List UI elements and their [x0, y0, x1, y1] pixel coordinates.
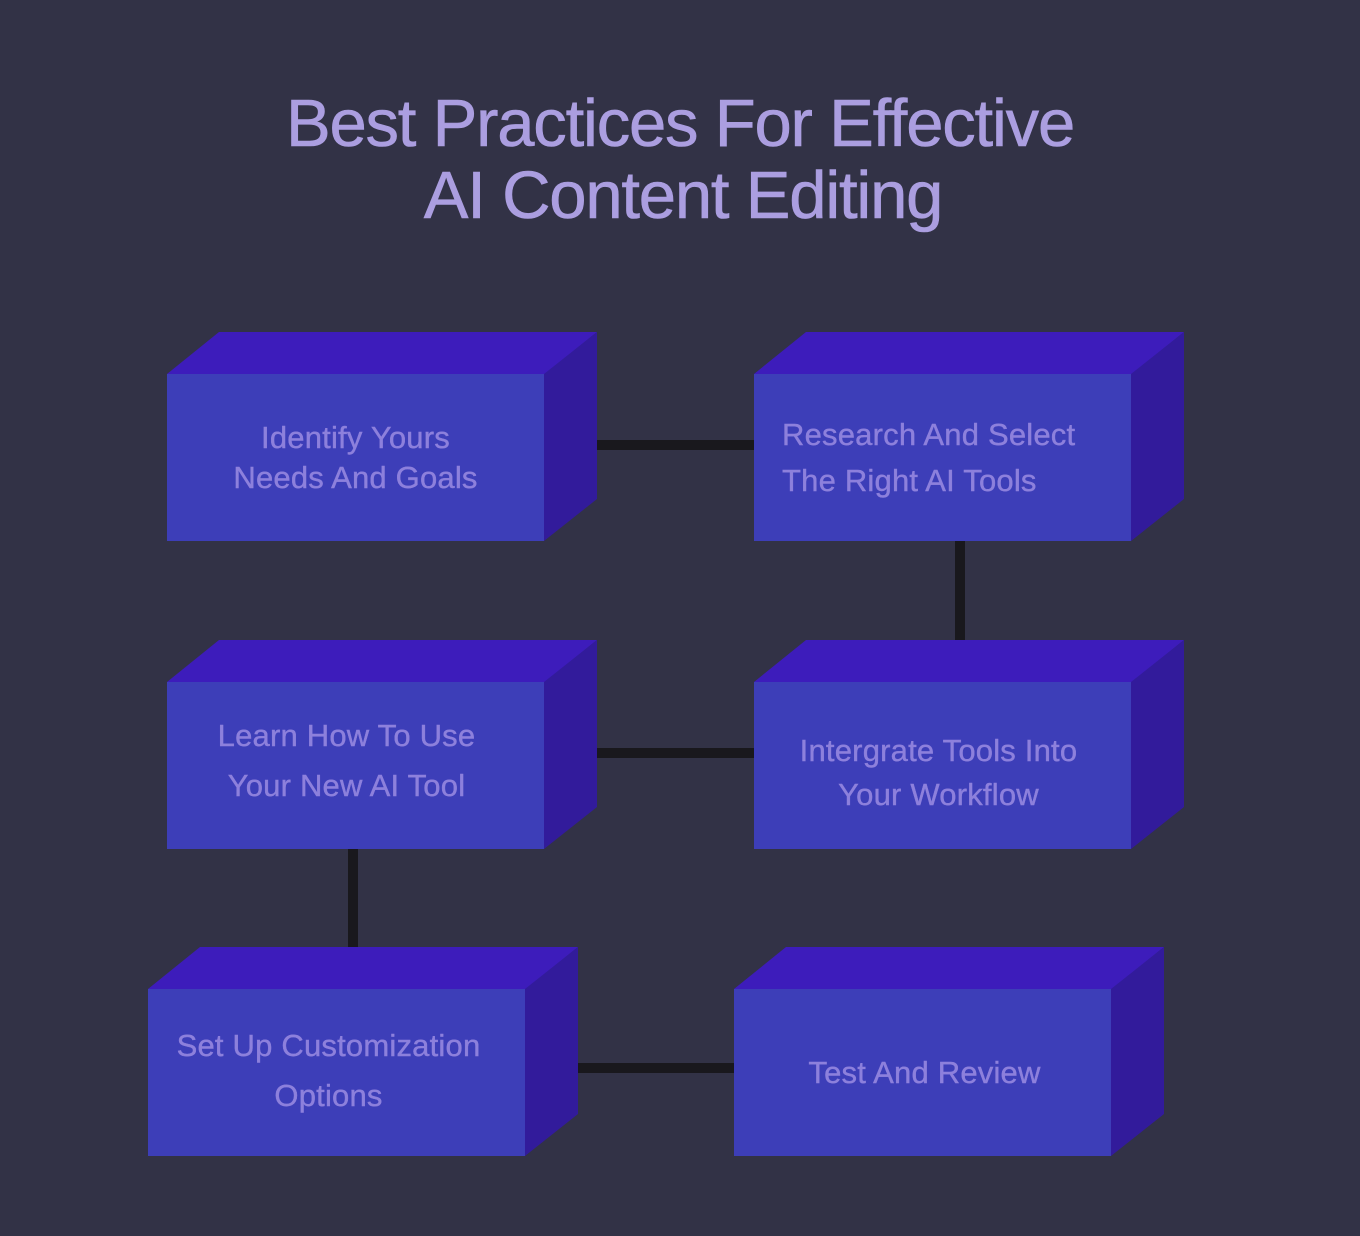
connector-3-5 [348, 848, 358, 965]
step-label: Identify Yours Needs And Goals [233, 419, 478, 495]
step-box-integrate-workflow: Intergrate Tools Into Your Workflow [754, 640, 1184, 849]
box-front-face: Intergrate Tools Into Your Workflow [754, 682, 1131, 849]
box-front-face: Set Up Customization Options [148, 989, 525, 1156]
step-label: Set Up Customization Options [176, 1027, 481, 1113]
step-label: Intergrate Tools Into Your Workflow [799, 732, 1078, 812]
step-box-test-review: Test And Review [734, 947, 1164, 1156]
connector-3-4 [570, 748, 754, 758]
connector-2-4 [955, 541, 965, 658]
box-front-face: Research And Select The Right AI Tools [754, 374, 1131, 541]
box-top-face [167, 332, 597, 374]
title-line-1: Best Practices For Effective [285, 86, 1076, 161]
box-front-face: Identify Yours Needs And Goals [167, 374, 544, 541]
box-top-face [754, 332, 1184, 374]
box-front-face: Test And Review [734, 989, 1111, 1156]
title-line-2: AI Content Editing [423, 158, 943, 233]
box-front-face: Learn How To Use Your New AI Tool [167, 682, 544, 849]
box-top-face [167, 640, 597, 682]
step-box-customization: Set Up Customization Options [148, 947, 578, 1156]
step-box-identify-needs: Identify Yours Needs And Goals [167, 332, 597, 541]
step-box-research-tools: Research And Select The Right AI Tools [754, 332, 1184, 541]
box-top-face [734, 947, 1164, 989]
step-box-learn-tool: Learn How To Use Your New AI Tool [167, 640, 597, 849]
step-label: Test And Review [808, 1054, 1041, 1090]
connector-5-6 [550, 1063, 735, 1073]
box-top-face [754, 640, 1184, 682]
step-label: Research And Select The Right AI Tools [782, 416, 1076, 498]
connector-1-2 [570, 440, 754, 450]
step-label: Learn How To Use Your New AI Tool [217, 717, 476, 803]
box-top-face [148, 947, 578, 989]
page-title: Best Practices For Effective AI Content … [0, 86, 1360, 233]
